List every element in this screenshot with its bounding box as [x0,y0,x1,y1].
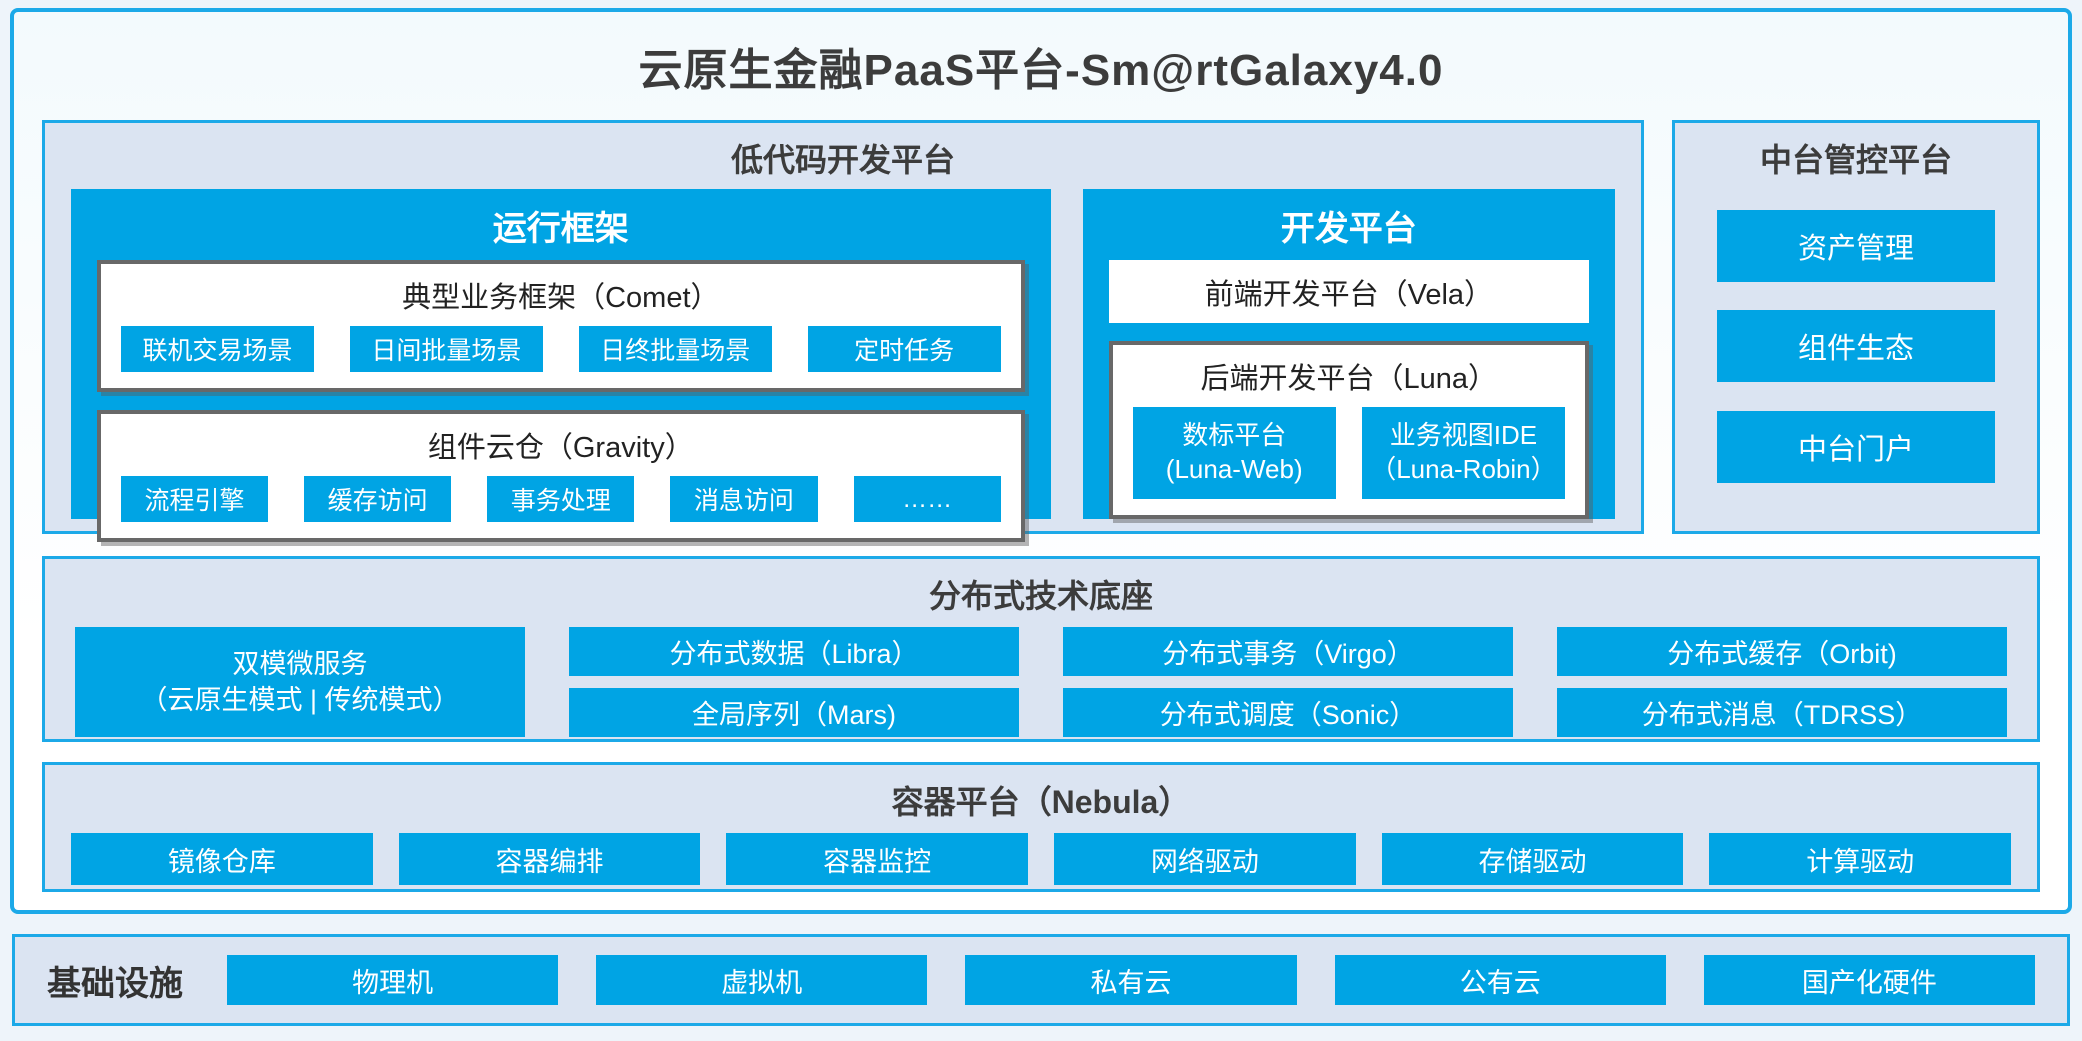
comet-items: 联机交易场景 日间批量场景 日终批量场景 定时任务 [121,326,1001,372]
dev-platform-title: 开发平台 [1280,210,1417,248]
comet-box: 典型业务框架（Comet） 联机交易场景 日间批量场景 日终批量场景 定时任务 [97,260,1025,392]
lowcode-platform-panel: 低代码开发平台 运行框架 典型业务框架（Comet） 联机交易场景 日间批量场景… [42,120,1644,542]
block-process-engine: 流程引擎 [121,476,269,522]
block-message-access: 消息访问 [670,476,818,522]
block-container-monitoring: 容器监控 [726,833,1029,885]
luna-items: 数标平台 (Luna-Web) 业务视图IDE （Luna-Robin） [1132,407,1566,499]
midplatform-title: 中台管控平台 [1759,142,1952,178]
runtime-framework-title: 运行框架 [492,210,629,248]
block-dual-mode-microservice: 双模微服务 （云原生模式 | 传统模式） [75,627,525,737]
luna-web-line1: 数标平台 [1182,420,1287,451]
block-eod-batch: 日终批量场景 [578,326,772,372]
distributed-col-3: 分布式缓存（Orbit) 分布式消息（TDRSS） [1557,627,2007,737]
vela-box: 前端开发平台（Vela） [1108,260,1589,323]
block-global-sequence: 全局序列（Mars) [569,688,1019,737]
block-midplatform-portal: 中台门户 [1717,410,1995,483]
luna-title: 后端开发平台（Luna） [1200,363,1498,395]
distributed-base-panel: 分布式技术底座 双模微服务 （云原生模式 | 传统模式） 分布式数据（Libra… [42,556,2040,742]
luna-robin-line2: （Luna-Robin） [1370,454,1557,484]
runtime-framework-panel: 运行框架 典型业务框架（Comet） 联机交易场景 日间批量场景 日终批量场景 … [71,189,1051,542]
page-title: 云原生金融PaaS平台-Sm@rtGalaxy4.0 [638,46,1444,95]
block-distributed-transaction: 分布式事务（Virgo） [1063,627,1513,676]
comet-title: 典型业务框架（Comet） [402,282,720,314]
container-platform-panel: 容器平台（Nebula） 镜像仓库 容器编排 容器监控 网络驱动 存储驱动 计算… [42,762,2040,892]
dev-platform-panel: 开发平台 前端开发平台（Vela） 后端开发平台（Luna） 数标平台 (Lun… [1082,189,1615,519]
block-physical-machine: 物理机 [227,955,559,1005]
block-distributed-message: 分布式消息（TDRSS） [1557,688,2007,737]
block-container-orchestration: 容器编排 [398,833,701,885]
container-platform-title: 容器平台（Nebula） [891,784,1191,820]
block-luna-robin: 业务视图IDE （Luna-Robin） [1361,407,1566,499]
block-distributed-data: 分布式数据（Libra） [569,627,1019,676]
block-scheduled-task: 定时任务 [807,326,1001,372]
block-cache-access: 缓存访问 [304,476,452,522]
block-compute-driver: 计算驱动 [1709,833,2012,885]
block-online-transaction: 联机交易场景 [121,326,314,372]
block-asset-management: 资产管理 [1717,209,1995,282]
dual-mode-line2: （云原生模式 | 传统模式） [140,685,460,715]
dual-mode-line1: 双模微服务 [232,648,368,679]
block-domestic-hardware: 国产化硬件 [1703,955,2036,1005]
block-daytime-batch: 日间批量场景 [349,326,543,372]
luna-web-line2: (Luna-Web) [1165,454,1303,484]
distributed-content: 双模微服务 （云原生模式 | 传统模式） 分布式数据（Libra） 全局序列（M… [45,617,2037,737]
block-storage-driver: 存储驱动 [1381,833,1684,885]
block-luna-web: 数标平台 (Luna-Web) [1132,407,1336,499]
block-virtual-machine: 虚拟机 [596,955,928,1005]
distributed-base-title: 分布式技术底座 [928,578,1153,614]
block-public-cloud: 公有云 [1334,955,1666,1005]
midplatform-items: 资产管理 组件生态 中台门户 [1675,181,2037,511]
gravity-title: 组件云仓（Gravity） [427,432,694,464]
block-image-registry: 镜像仓库 [71,833,373,885]
gravity-items: 流程引擎 缓存访问 事务处理 消息访问 …… [121,476,1001,522]
luna-box: 后端开发平台（Luna） 数标平台 (Luna-Web) 业务视图IDE （Lu… [1108,341,1589,519]
distributed-col-1: 分布式数据（Libra） 全局序列（Mars) [569,627,1019,737]
infrastructure-panel: 基础设施 物理机 虚拟机 私有云 公有云 国产化硬件 [12,934,2070,1026]
block-component-ecosystem: 组件生态 [1717,310,1995,382]
block-distributed-scheduling: 分布式调度（Sonic） [1063,688,1513,737]
luna-robin-line1: 业务视图IDE [1389,420,1538,451]
block-distributed-cache: 分布式缓存（Orbit) [1557,627,2007,676]
infrastructure-title: 基础设施 [47,964,183,1003]
lowcode-content: 运行框架 典型业务框架（Comet） 联机交易场景 日间批量场景 日终批量场景 … [45,181,1641,542]
block-transaction-processing: 事务处理 [487,476,635,522]
distributed-col-2: 分布式事务（Virgo） 分布式调度（Sonic） [1063,627,1513,737]
block-private-cloud: 私有云 [965,955,1297,1005]
block-network-driver: 网络驱动 [1054,833,1356,885]
gravity-box: 组件云仓（Gravity） 流程引擎 缓存访问 事务处理 消息访问 …… [97,410,1025,542]
midplatform-panel: 中台管控平台 资产管理 组件生态 中台门户 [1672,120,2040,534]
distributed-col-dual: 双模微服务 （云原生模式 | 传统模式） [75,627,525,737]
container-platform-items: 镜像仓库 容器编排 容器监控 网络驱动 存储驱动 计算驱动 [45,823,2037,885]
infrastructure-items: 物理机 虚拟机 私有云 公有云 国产化硬件 [227,955,2036,1005]
lowcode-platform-title: 低代码开发平台 [730,142,955,178]
block-ellipsis: …… [853,476,1001,522]
